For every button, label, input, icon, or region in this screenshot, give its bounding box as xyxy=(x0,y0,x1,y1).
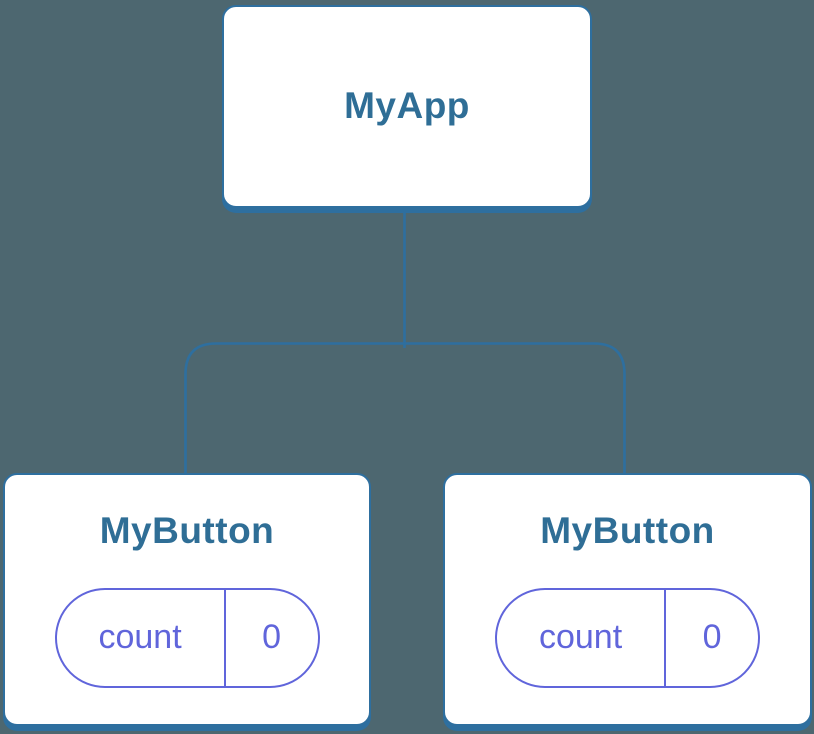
node-mybutton-right: MyButton count 0 xyxy=(443,473,812,726)
state-label: count xyxy=(57,589,226,686)
state-label: count xyxy=(497,589,667,686)
connector-bracket xyxy=(184,342,626,473)
node-mybutton-left: MyButton count 0 xyxy=(3,473,371,726)
state-pill: count 0 xyxy=(54,587,320,688)
state-pill: count 0 xyxy=(495,587,760,688)
state-value: 0 xyxy=(262,618,282,657)
state-value: 0 xyxy=(702,618,722,657)
node-root-myapp: MyApp xyxy=(222,5,592,208)
node-title: MyButton xyxy=(540,510,715,552)
node-title: MyButton xyxy=(99,510,275,552)
node-title: MyApp xyxy=(344,85,470,127)
